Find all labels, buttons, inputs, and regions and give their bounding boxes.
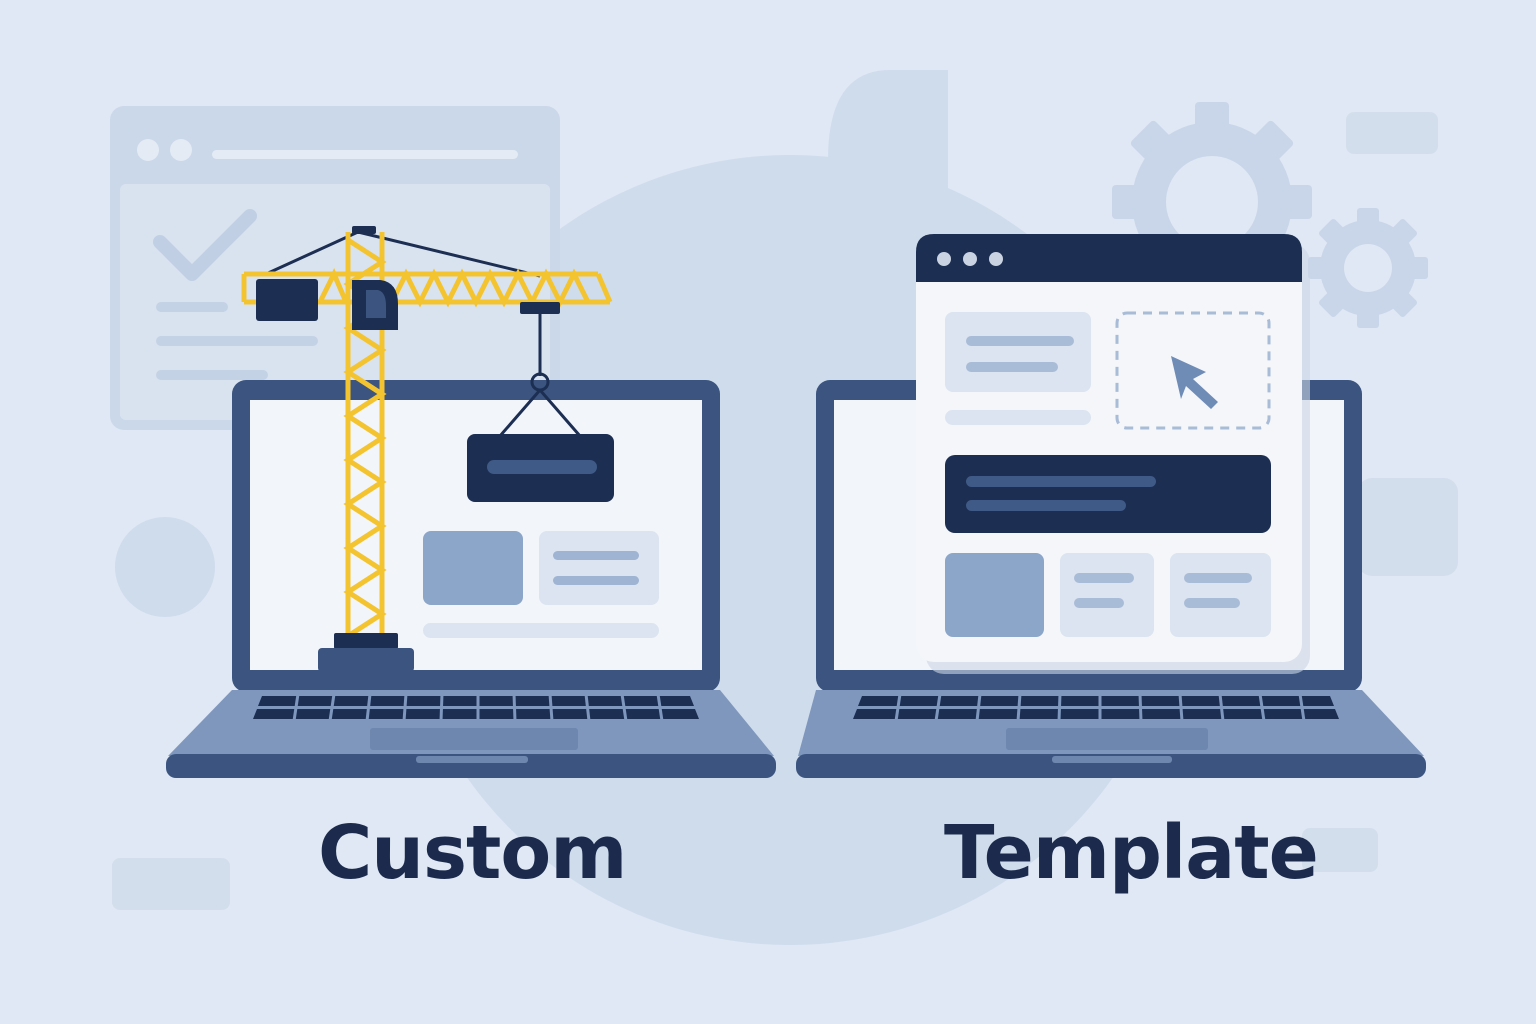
gear-icon-small [1308, 208, 1428, 328]
template-browser-window [916, 234, 1310, 674]
keyboard-key-gaps [292, 693, 664, 722]
construction-crane-icon [241, 226, 614, 672]
text-block [539, 531, 659, 605]
text-card [1170, 553, 1271, 637]
keyboard [853, 696, 1339, 719]
drop-zone [1115, 311, 1271, 430]
cursor-arrow-icon [1171, 356, 1218, 409]
laptop-deck [798, 690, 1424, 756]
check-icon [153, 209, 257, 281]
laptop-base [166, 754, 776, 778]
decor-block-left [112, 858, 230, 910]
decor-block-top-right [1346, 112, 1438, 154]
image-block [945, 553, 1044, 637]
decor-block-bottom-right [1302, 828, 1378, 872]
backdrop-blob [828, 70, 948, 190]
footer-bar [423, 623, 659, 638]
template-caption: Template [944, 810, 1319, 896]
trackpad [370, 728, 578, 750]
window-dot [937, 252, 951, 266]
browser-title-bar [916, 234, 1302, 282]
decor-circle [115, 517, 215, 617]
banner-block [945, 455, 1271, 533]
laptop-base [796, 754, 1426, 778]
text-card [1060, 553, 1154, 637]
keyboard-key-gaps [894, 693, 1306, 722]
trackpad [1006, 728, 1208, 750]
custom-caption: Custom [318, 810, 627, 896]
image-block [423, 531, 523, 605]
decor-block-right [1358, 478, 1458, 576]
window-dot [989, 252, 1003, 266]
window-dot [963, 252, 977, 266]
text-card [945, 312, 1091, 392]
